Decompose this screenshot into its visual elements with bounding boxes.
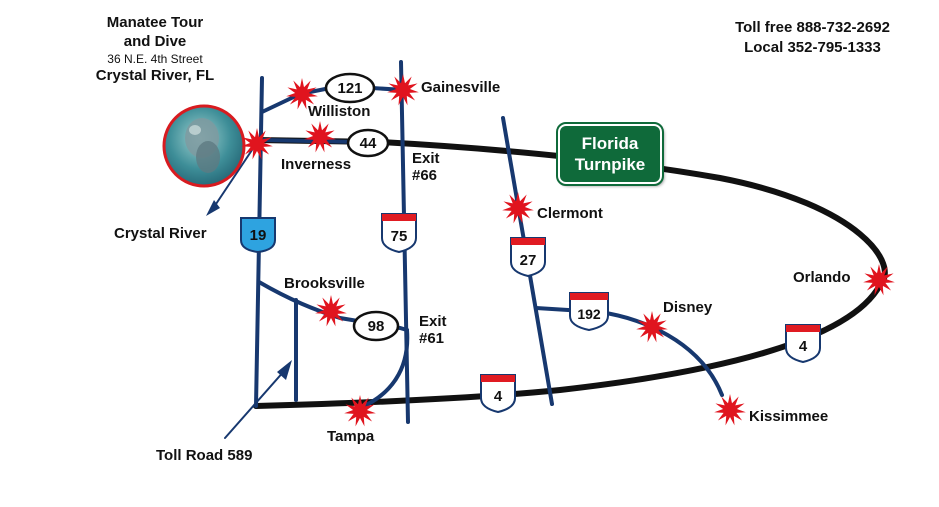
i4-west-shield: 4 [480,374,516,414]
turnpike-line2: Turnpike [574,155,646,174]
business-name-line1: Manatee Tour [106,14,204,31]
svg-text:4: 4 [799,338,808,355]
label-tampa: Tampa [327,428,375,445]
label-crystal-river: Crystal River [114,225,207,242]
business-city: Crystal River, FL [95,66,215,84]
city-stars [241,74,895,427]
turnpike-line1: Florida [581,133,639,153]
svg-text:98: 98 [368,318,385,335]
exit66-line2: #66 [412,166,438,184]
svg-text:19: 19 [250,227,267,244]
star-tampa [344,395,376,427]
svg-text:27: 27 [520,252,537,269]
star-brooksville [315,295,347,327]
sr121-shield: 121 [324,72,376,104]
star-williston [286,78,318,110]
i4-east-shield: 4 [785,324,821,364]
toll-road-pointer [224,369,286,439]
business-street: 36 N.E. 4th Street [107,51,203,66]
label-disney: Disney [663,299,713,316]
label-williston: Williston [308,103,371,120]
label-toll-road-589: Toll Road 589 [156,447,253,464]
svg-text:75: 75 [391,228,408,245]
label-gainesville: Gainesville [421,79,501,96]
local-phone: Local 352-795-1333 [744,38,881,56]
manatee-photo [162,104,246,188]
star-crystal-river [241,128,273,160]
svg-text:121: 121 [337,80,362,97]
florida-turnpike-sign: Florida Turnpike [556,122,664,186]
label-exit-61: Exit #61 [419,313,447,347]
label-clermont: Clermont [537,205,603,222]
label-inverness: Inverness [281,156,352,173]
blue-roads [211,60,724,439]
star-inverness [304,121,336,153]
label-orlando: Orlando [793,269,851,286]
crystal-river-pointer [211,149,253,211]
star-clermont [502,192,534,224]
tampa-spur-road [358,328,410,410]
star-disney [636,311,668,343]
star-gainesville [387,74,419,106]
us27-shield: 27 [510,237,546,278]
sr98-shield: 98 [352,310,400,342]
star-kissimmee [714,394,746,426]
svg-text:44: 44 [360,135,377,152]
label-exit-66: Exit #66 [412,150,440,184]
i75-shield: 75 [381,213,417,254]
toll-road-arrowhead [277,360,292,380]
sr44-road [260,138,362,144]
crystal-river-arrowhead [206,200,220,216]
contact-info: Toll free 888-732-2692 Local 352-795-133… [700,18,925,57]
exit66-line1: Exit [412,150,440,167]
svg-text:192: 192 [577,306,601,322]
label-brooksville: Brooksville [284,275,365,292]
business-name-line2: and Dive [123,32,187,50]
business-header: Manatee Tour and Dive 36 N.E. 4th Street… [70,14,240,85]
label-kissimmee: Kissimmee [749,408,829,425]
star-orlando [863,264,895,296]
exit61-line1: Exit [419,313,447,330]
us192-shield: 192 [569,292,609,332]
svg-text:4: 4 [494,388,503,405]
us19-shield: 19 [240,217,276,254]
sr44-shield: 44 [346,128,390,158]
toll-free-phone: Toll free 888-732-2692 [735,19,890,36]
exit61-line2: #61 [419,329,445,347]
